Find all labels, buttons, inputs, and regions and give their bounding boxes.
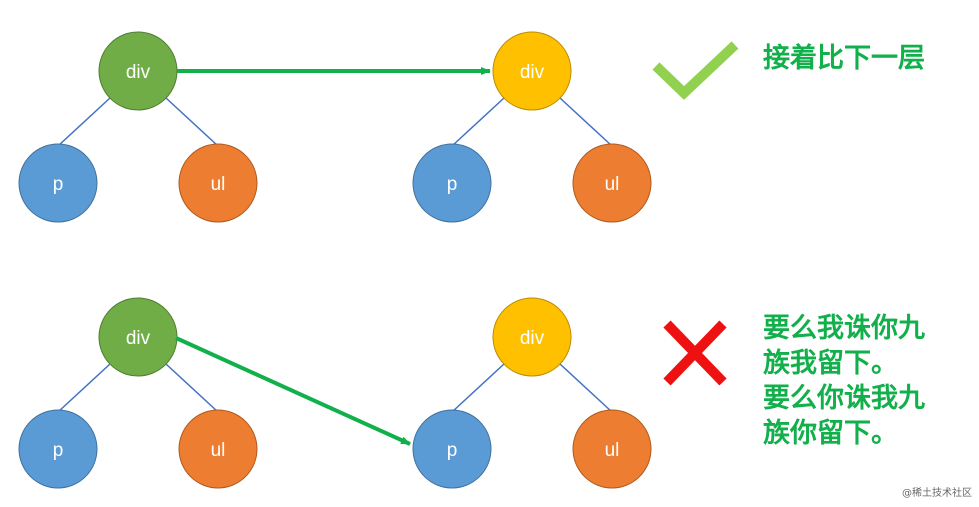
node-label: p <box>53 440 64 461</box>
node-bottom-right-div: div <box>492 297 572 377</box>
node-label: div <box>126 62 151 83</box>
bottom-note-line: 要么我诛你九 <box>763 313 925 344</box>
check-icon <box>652 41 739 100</box>
bottom-note-line: 族你留下。 <box>763 417 898 449</box>
edge-top-left-div-p <box>57 97 111 147</box>
bottom-note: 要么我诛你九 族我留下。 要么你诛我九 族你留下。 <box>763 313 925 449</box>
watermark: @稀土技术社区 <box>902 486 972 499</box>
node-label: p <box>447 440 458 461</box>
bottom-note-line: 族我留下。 <box>763 347 898 379</box>
node-label: ul <box>211 440 226 461</box>
node-label: ul <box>211 174 226 195</box>
edge-bottom-left-div-ul <box>165 363 219 413</box>
node-top-right-ul: ul <box>572 143 652 223</box>
node-top-right-div: div <box>492 31 572 111</box>
node-top-right-p: p <box>412 143 492 223</box>
node-bottom-left-ul: ul <box>178 409 258 489</box>
node-label: div <box>520 328 545 349</box>
bottom-note-line: 要么你诛我九 <box>763 383 925 414</box>
node-label: div <box>126 328 151 349</box>
edge-top-right-div-ul <box>559 97 613 147</box>
node-bottom-right-ul: ul <box>572 409 652 489</box>
edge-bottom-right-div-p <box>451 363 505 413</box>
edge-bottom-left-div-p <box>57 363 111 413</box>
cross-icon <box>663 320 727 386</box>
node-top-left-p: p <box>18 143 98 223</box>
node-label: ul <box>605 174 620 195</box>
arrow-bottom-div-to-p <box>175 336 411 446</box>
edge-top-right-div-p <box>451 97 505 147</box>
edge-bottom-right-div-ul <box>559 363 613 413</box>
node-label: p <box>447 174 458 195</box>
top-note: 接着比下一层 <box>763 42 925 74</box>
node-label: ul <box>605 440 620 461</box>
node-bottom-left-p: p <box>18 409 98 489</box>
node-bottom-left-div: div <box>98 297 178 377</box>
node-bottom-right-p: p <box>412 409 492 489</box>
edge-top-left-div-ul <box>165 97 219 147</box>
node-label: p <box>53 174 64 195</box>
node-label: div <box>520 62 545 83</box>
node-top-left-ul: ul <box>178 143 258 223</box>
node-top-left-div: div <box>98 31 178 111</box>
